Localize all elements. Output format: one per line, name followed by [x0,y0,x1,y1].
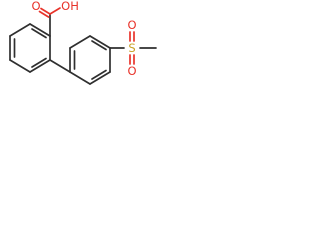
bond [40,7,51,15]
sulfonyl-oxygen-top-label: O [127,18,136,32]
bond [49,7,61,15]
bond [9,23,31,37]
sulfonyl-oxygen-bottom-label: O [127,64,136,78]
carbonyl-oxygen-label: O [31,0,40,13]
methylsulfonyl-group: S O O [109,18,157,78]
bond [9,59,31,73]
double-bond-inner [31,57,47,68]
bond [69,71,91,85]
double-bond-inner [91,69,107,80]
double-bond-inner [91,40,107,51]
bond [89,35,111,49]
benzoic-acid-ring [9,23,51,73]
chemical-structure: O OH S O O [9,0,157,85]
double-bond-inner [38,10,50,18]
phenyl-ring [69,35,111,85]
bond [69,35,91,49]
carboxylic-acid-group: O OH [31,0,79,37]
bond [29,59,51,73]
bond [29,23,51,37]
biaryl-bond [49,59,71,73]
hydroxyl-label: OH [61,0,79,13]
sulfur-label: S [128,41,135,55]
bond [89,71,111,85]
double-bond-inner [31,28,47,39]
